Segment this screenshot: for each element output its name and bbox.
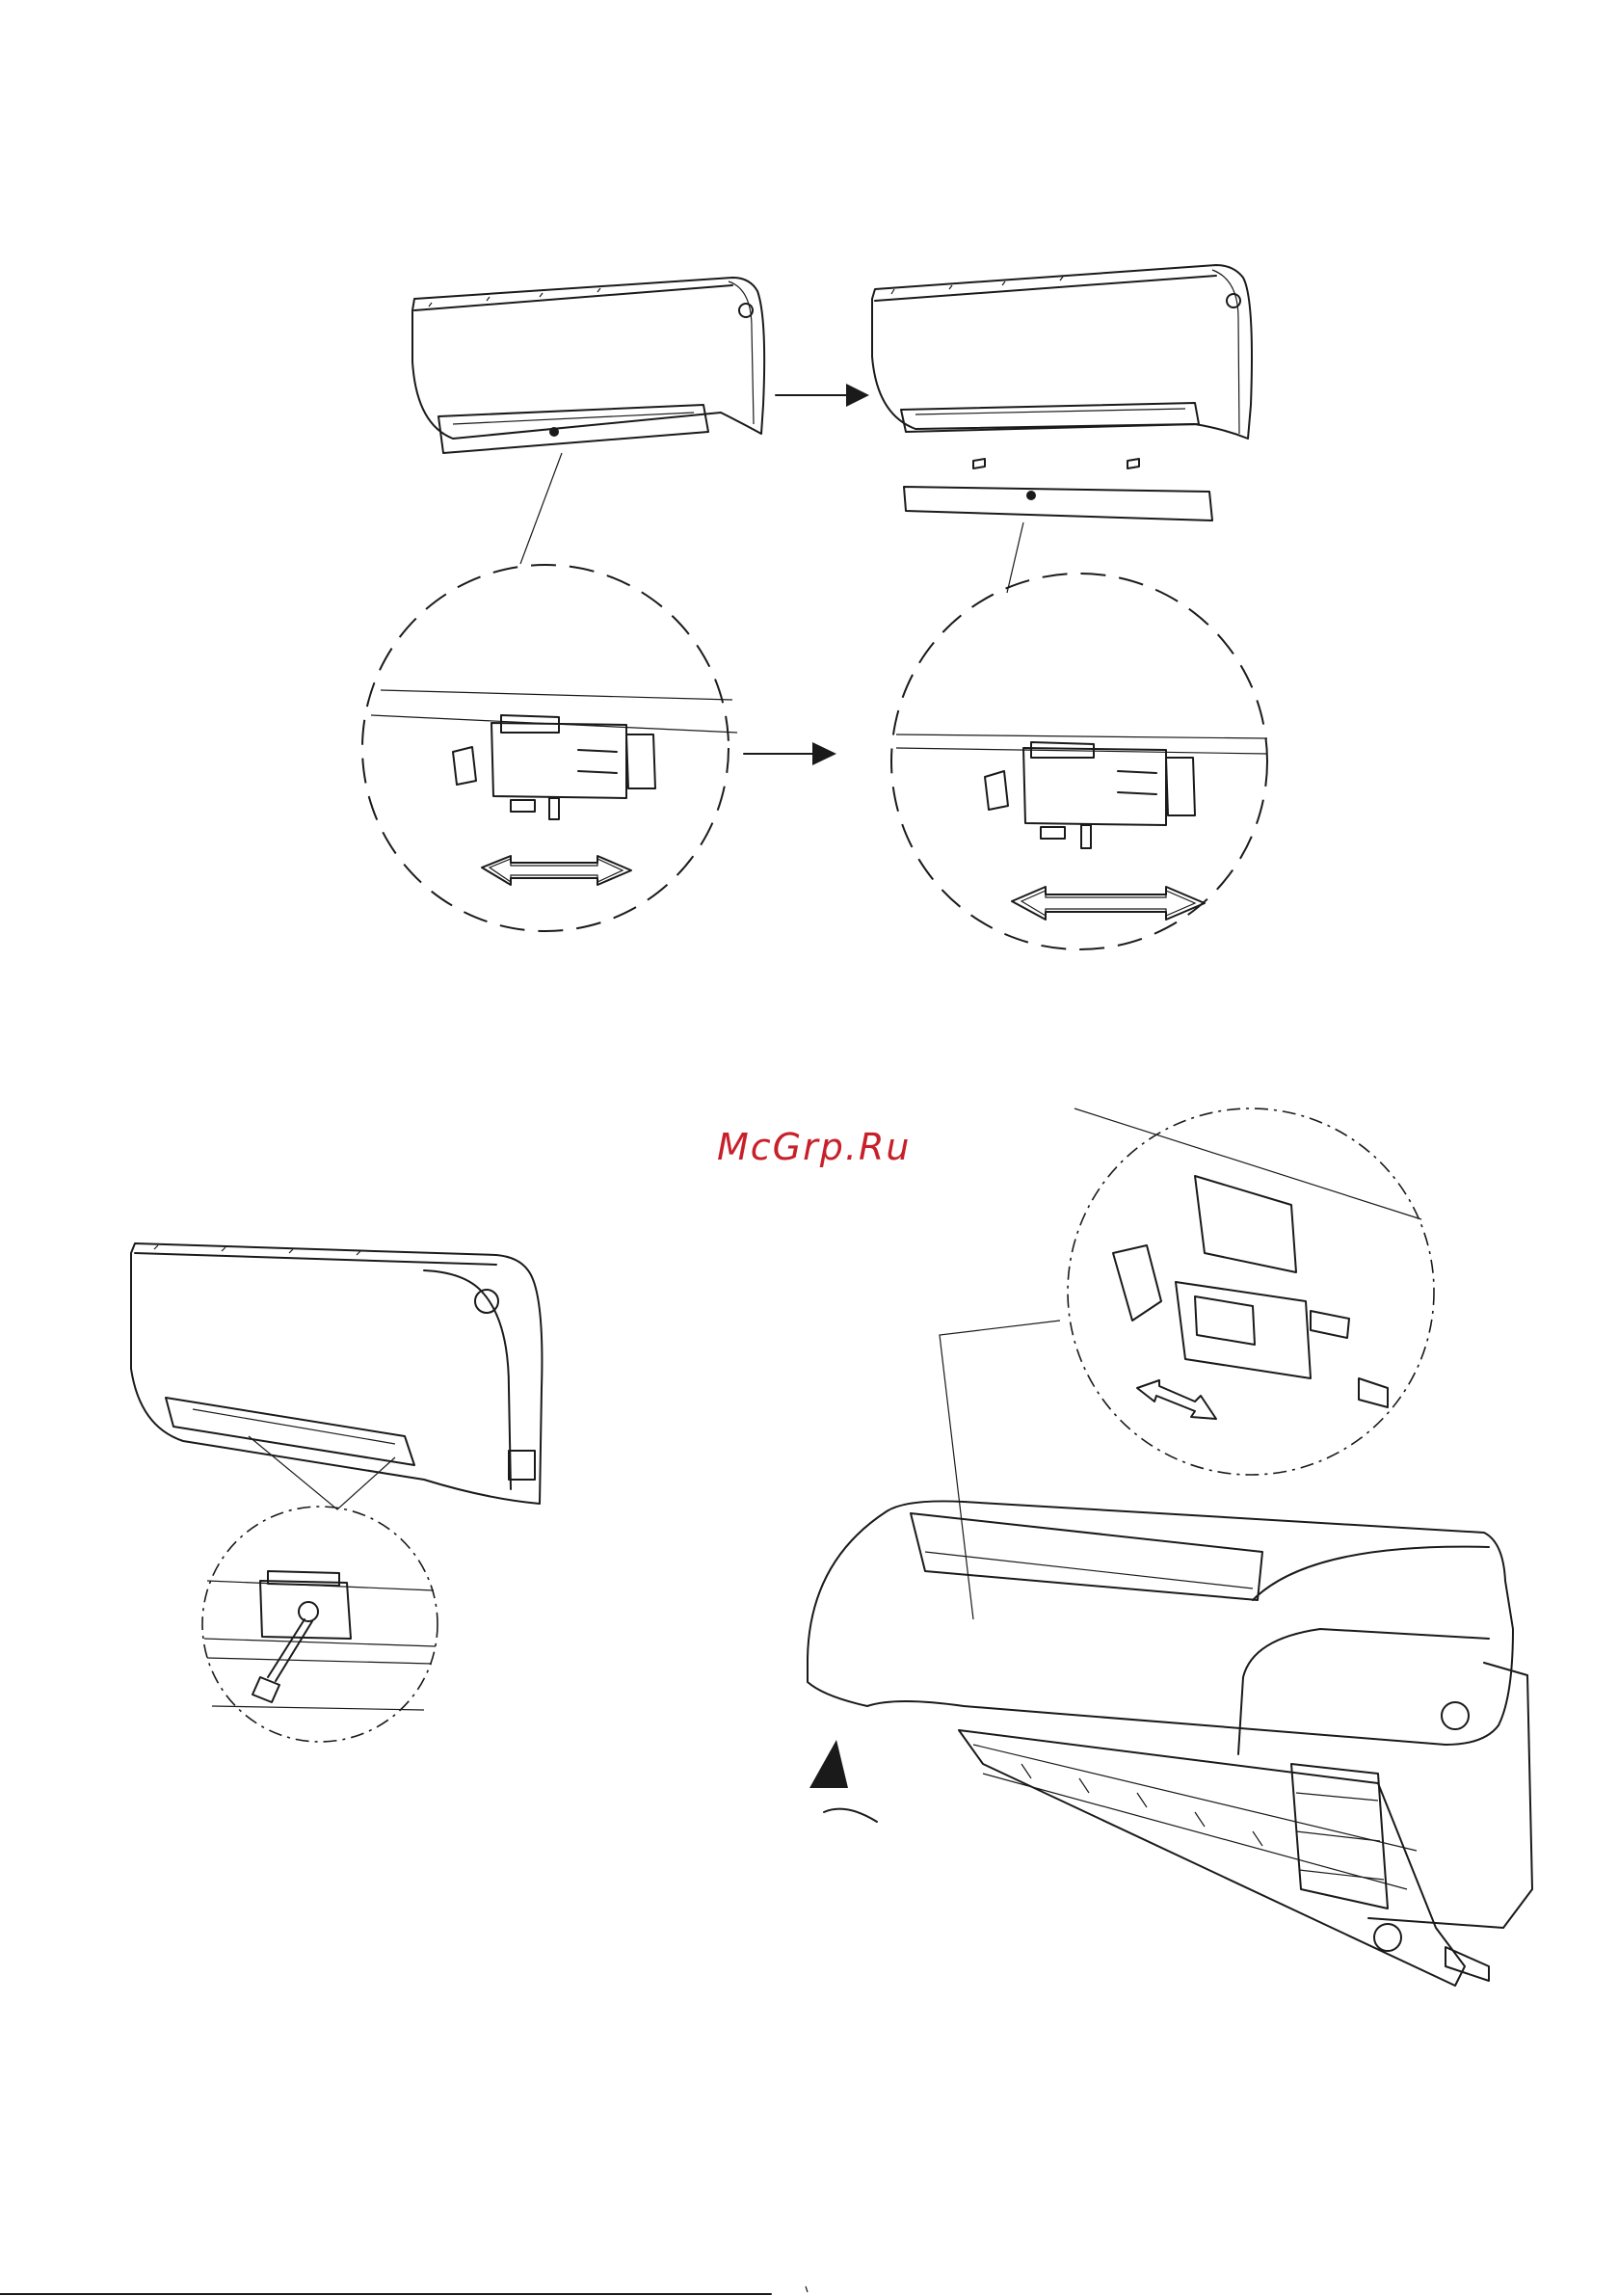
unit-top-left bbox=[412, 278, 764, 564]
bottom-rule bbox=[0, 2286, 808, 2294]
watermark-text: McGrp.Ru bbox=[717, 1126, 911, 1168]
unit-bottom-right bbox=[808, 1108, 1532, 1986]
arrow-top bbox=[776, 384, 869, 407]
detail-circle-top-right bbox=[891, 574, 1267, 949]
detail-circle-top-left bbox=[362, 565, 737, 931]
unit-bottom-left bbox=[131, 1243, 542, 1742]
arrow-middle bbox=[744, 742, 836, 765]
unit-top-right bbox=[872, 265, 1252, 593]
